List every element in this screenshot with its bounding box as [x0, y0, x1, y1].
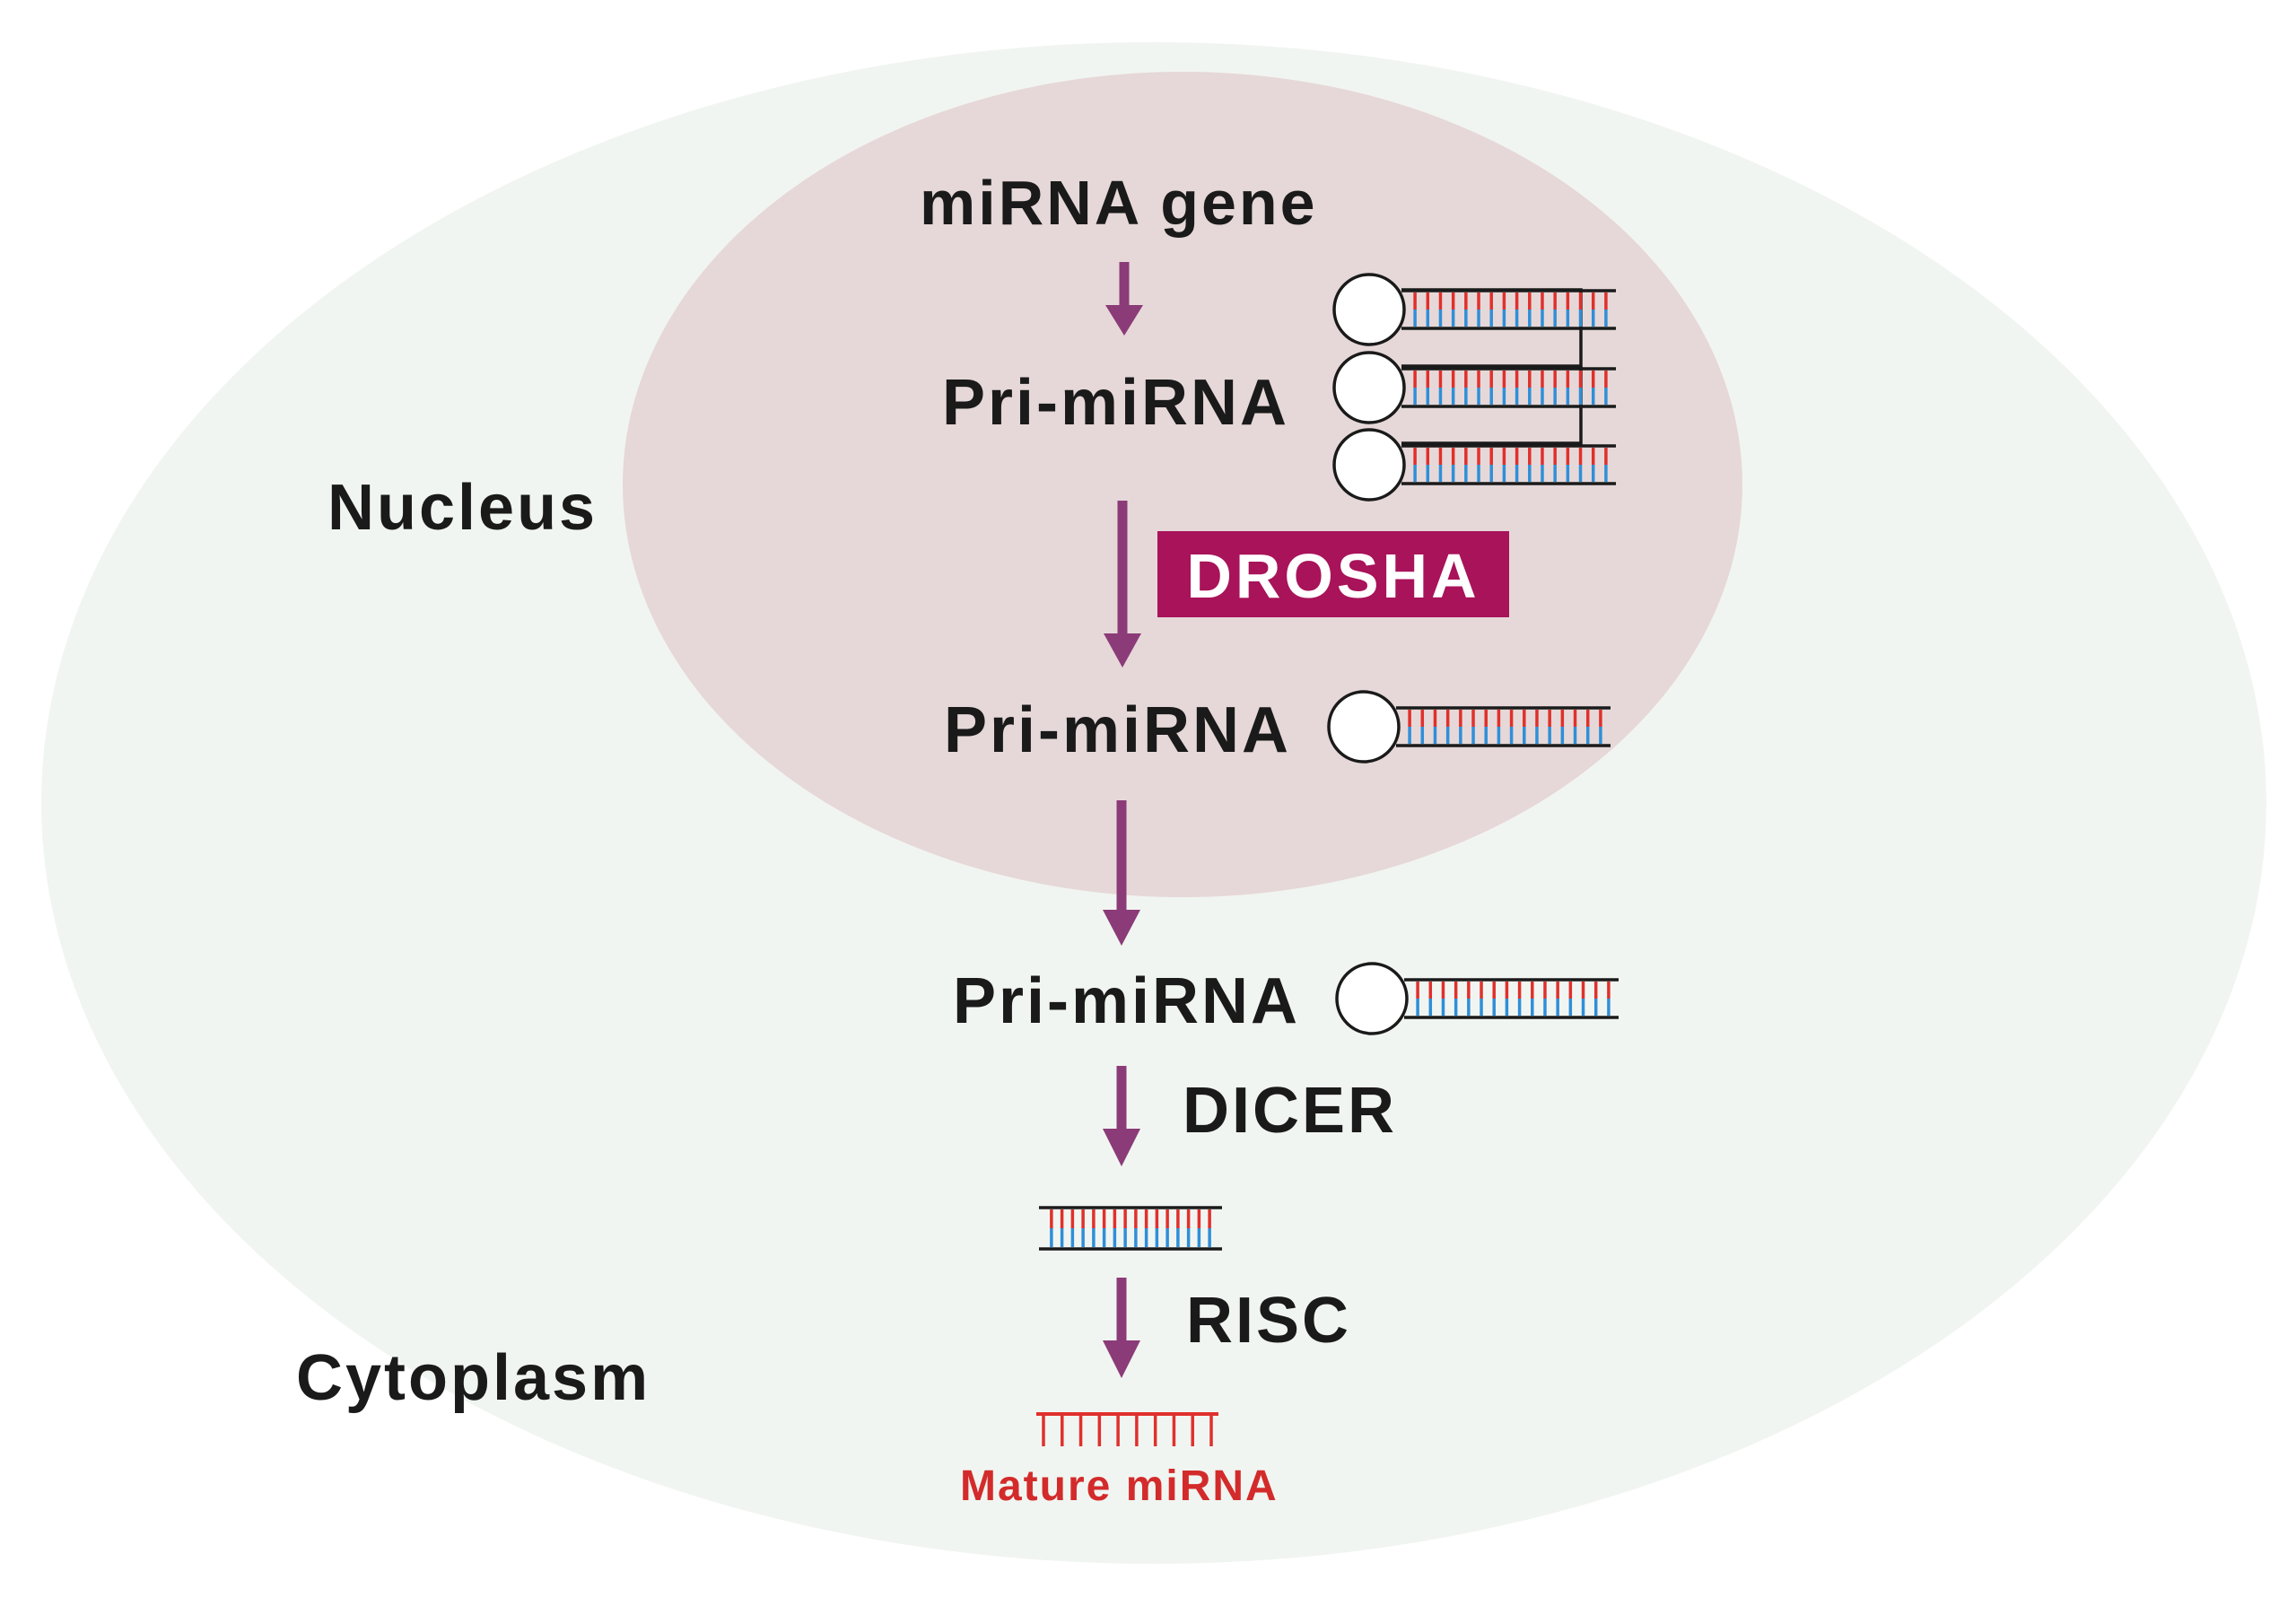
mirna-gene-label: miRNA gene: [920, 168, 1318, 238]
mirna-duplex: [1039, 1206, 1222, 1251]
hairpin-loop: [1327, 690, 1401, 764]
hairpin-loop: [1335, 962, 1409, 1035]
hairpin-loop: [1332, 428, 1406, 502]
cytoplasm-label: Cytoplasm: [296, 1342, 650, 1414]
hairpin-loop: [1332, 273, 1406, 346]
risc-label: RISC: [1186, 1285, 1351, 1357]
arrow-dicer: [1103, 1066, 1140, 1166]
nucleus-label: Nucleus: [327, 472, 598, 544]
arrow-risc: [1103, 1278, 1140, 1378]
mature-mirna-strand: [1036, 1412, 1218, 1446]
hairpin-loop: [1332, 351, 1406, 424]
pri-mirna-hairpin-nucleus: [1327, 690, 1611, 764]
mature-mirna-label: Mature miRNA: [960, 1462, 1279, 1510]
pri-mirna-label-3: Pri-miRNA: [953, 965, 1300, 1037]
nucleus-region: [623, 72, 1742, 897]
drosha-box: [1157, 531, 1509, 617]
dicer-label: DICER: [1183, 1075, 1397, 1147]
drosha-label: DROSHA: [1186, 541, 1480, 611]
arrow-nuclear-export: [1103, 800, 1140, 946]
pri-mirna-multi-hairpin: [1332, 273, 1616, 502]
pri-mirna-label-2: Pri-miRNA: [944, 694, 1291, 766]
pri-mirna-label-1: Pri-miRNA: [942, 367, 1289, 439]
pri-mirna-hairpin-cytoplasm: [1335, 962, 1619, 1035]
arrow-drosha: [1104, 501, 1141, 668]
arrow-gene-to-pri: [1105, 262, 1143, 336]
